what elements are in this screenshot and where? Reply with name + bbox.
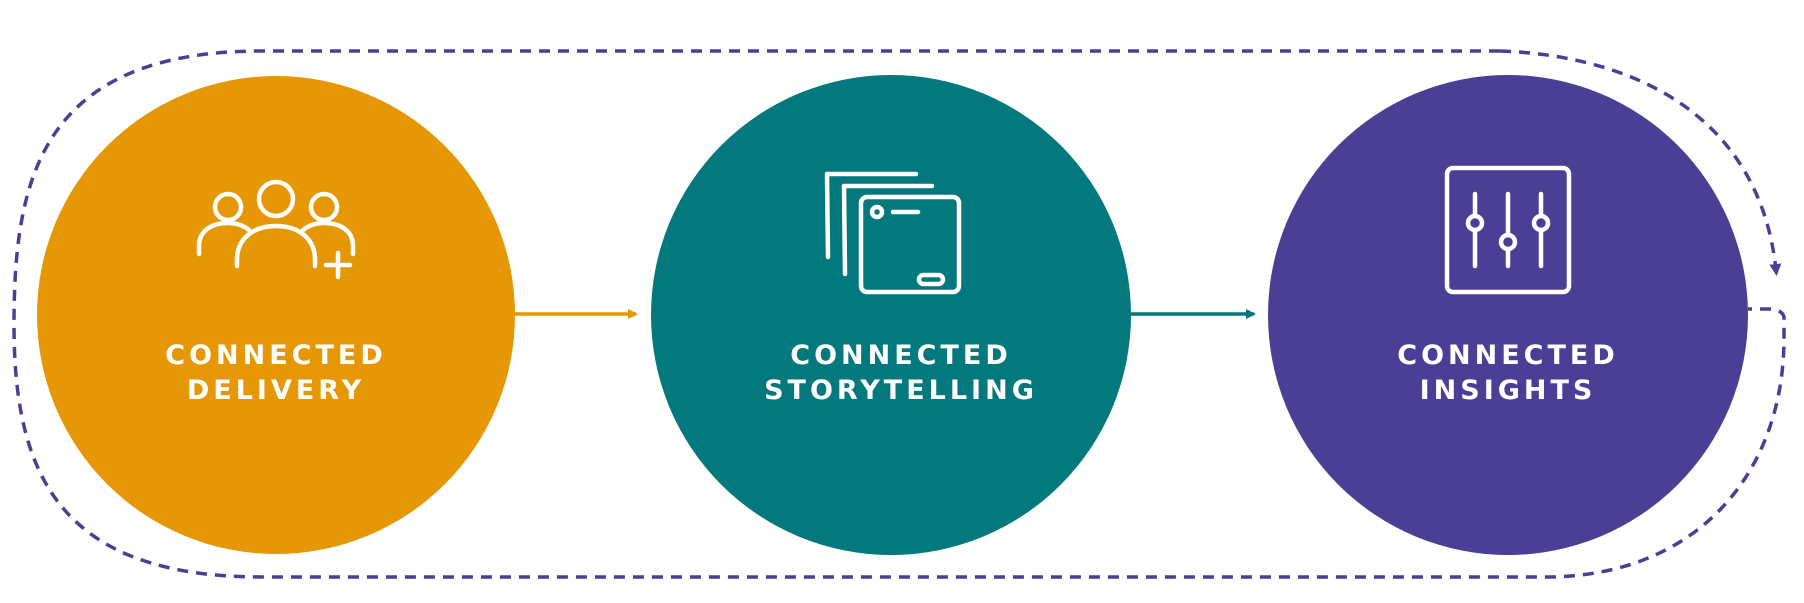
storytelling-label-line1: CONNECTED [790, 340, 1012, 371]
storytelling-label-line2: STORYTELLING [764, 375, 1038, 406]
node-connected-delivery: CONNECTED DELIVERY [37, 76, 515, 554]
delivery-label-line1: CONNECTED [165, 340, 387, 371]
stacked-cards-icon [824, 171, 962, 295]
insights-circle [1268, 75, 1748, 555]
feedback-loop-arrow [1499, 49, 1782, 276]
sliders-icon [1444, 165, 1572, 295]
insights-label-line2: INSIGHTS [1420, 375, 1597, 406]
delivery-label-line2: DELIVERY [187, 375, 365, 406]
insights-label-line1: CONNECTED [1397, 340, 1619, 371]
storytelling-circle [651, 75, 1131, 555]
people-add-icon [196, 179, 356, 280]
node-connected-storytelling: CONNECTED STORYTELLING [651, 75, 1131, 555]
feedback-loop-path [12, 49, 1786, 579]
node-connected-insights: CONNECTED INSIGHTS [1268, 75, 1748, 555]
delivery-circle [37, 76, 515, 554]
